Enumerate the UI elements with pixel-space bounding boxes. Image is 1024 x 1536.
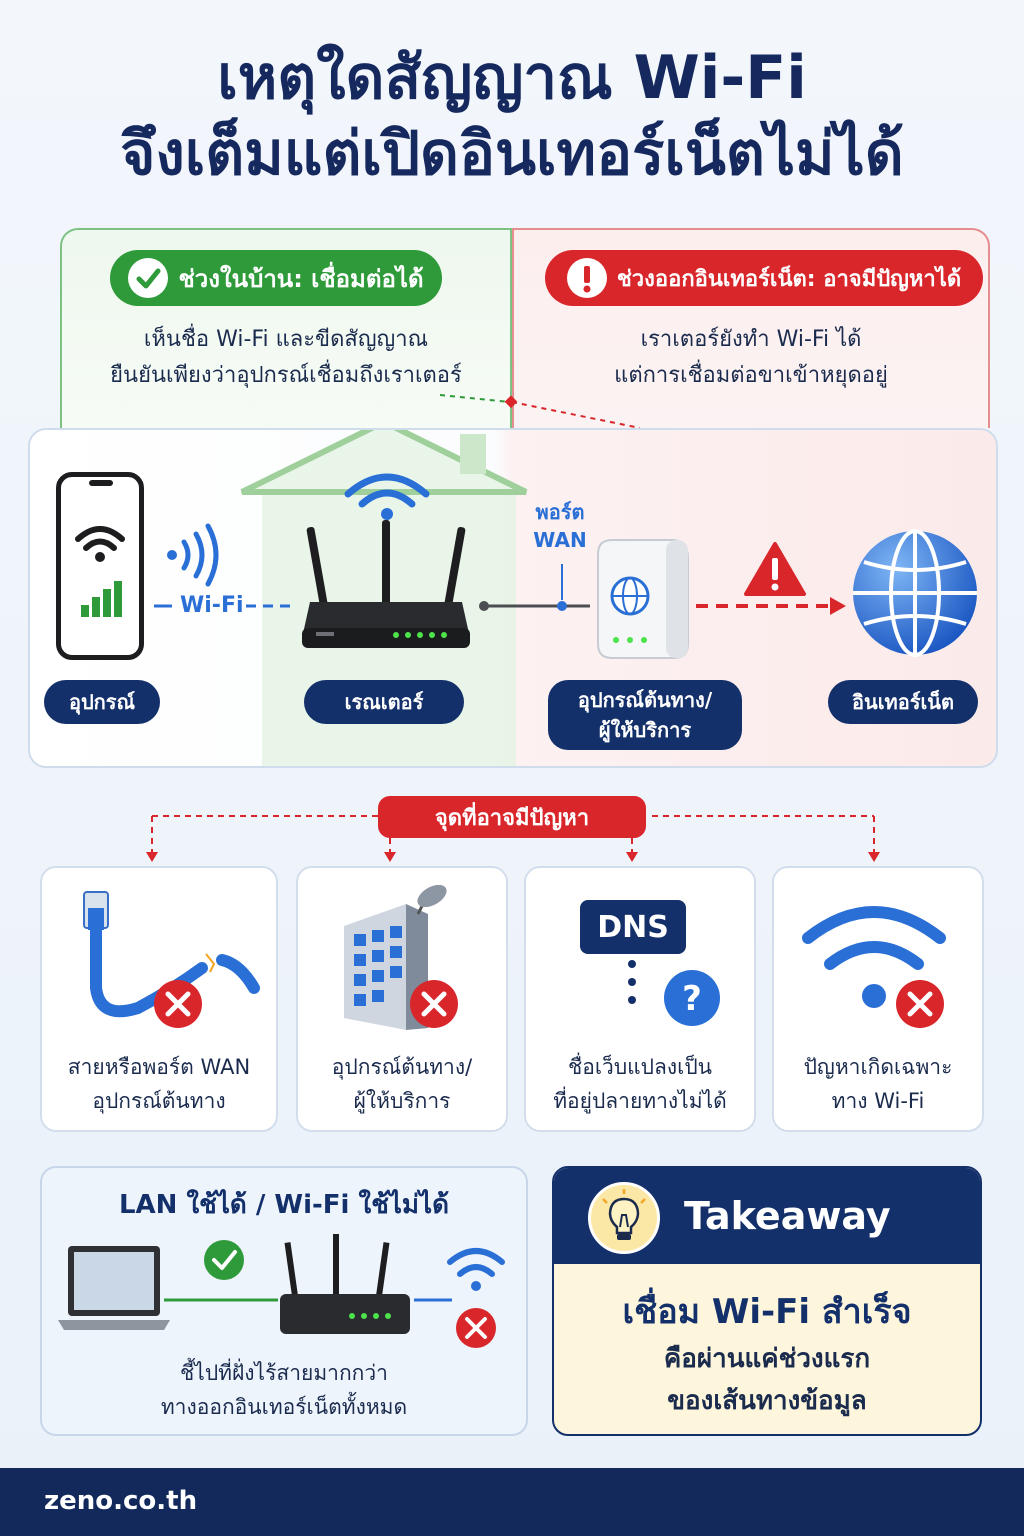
- wifi-signal-icon: [167, 523, 219, 587]
- warning-triangle-icon: [744, 542, 806, 596]
- internet-status-label: ช่วงออกอินเทอร์เน็ต: อาจมีปัญหาได้: [616, 266, 962, 292]
- problem-card-wan: สายหรือพอร์ต WAN อุปกรณ์ต้นทาง: [40, 866, 278, 1132]
- internet-label: อินเทอร์เน็ต: [828, 680, 978, 724]
- home-desc-line2: ยืนยันเพียงว่าอุปกรณ์เชื่อมถึงเราเตอร์: [110, 363, 462, 388]
- broken-connection-arrow: [696, 597, 846, 615]
- home-status-label: ช่วงในบ้าน: เชื่อมต่อได้: [178, 264, 424, 293]
- svg-text:?: ?: [682, 979, 702, 1019]
- home-status-badge: ช่วงในบ้าน: เชื่อมต่อได้: [110, 250, 442, 306]
- problem-branch-lines: [146, 815, 880, 862]
- footer: zeno.co.th: [0, 1468, 1024, 1536]
- lan-box-title: LAN ใช้ได้ / Wi-Fi ใช้ไม่ได้: [118, 1190, 450, 1220]
- router-wifi-icon: [344, 473, 430, 520]
- takeaway-headline: เชื่อม Wi-Fi สำเร็จ: [622, 1292, 912, 1332]
- lan-wifi-box: LAN ใช้ได้ / Wi-Fi ใช้ไม่ได้ ชี้ไปที่ฝั่…: [40, 1166, 528, 1436]
- problem-points-header: จุดที่อาจมีปัญหา: [378, 796, 646, 838]
- check-circle-icon: [128, 258, 169, 298]
- problem-card-wan-label: สายหรือพอร์ต WAN อุปกรณ์ต้นทาง: [67, 1055, 251, 1113]
- modem-icon: [597, 539, 689, 659]
- internet-status-badge: ช่วงออกอินเทอร์เน็ต: อาจมีปัญหาได้: [545, 250, 983, 306]
- internet-desc-line1: เราเตอร์ยังทำ Wi-Fi ได้: [640, 327, 862, 352]
- takeaway-line2: ของเส้นทางข้อมูล: [667, 1386, 867, 1416]
- wan-cable: [479, 564, 590, 611]
- takeaway-title: Takeaway: [684, 1194, 891, 1238]
- problem-card-wifi: ปัญหาเกิดเฉพาะ ทาง Wi-Fi: [772, 866, 984, 1132]
- upstream-label: อุปกรณ์ต้นทาง/ ผู้ให้บริการ: [548, 680, 742, 750]
- wan-port-label: พอร์ต WAN: [533, 500, 587, 552]
- dns-badge: DNS: [580, 900, 686, 954]
- home-desc-line1: เห็นชื่อ Wi-Fi และขีดสัญญาณ: [143, 327, 429, 352]
- problem-card-provider-label: อุปกรณ์ต้นทาง/ ผู้ให้บริการ: [331, 1055, 473, 1113]
- wifi-link-label: Wi-Fi: [180, 593, 244, 618]
- problem-card-wifi-label: ปัญหาเกิดเฉพาะ ทาง Wi-Fi: [803, 1055, 953, 1113]
- problem-card-dns: DNS ? ชื่อเว็บแปลงเป็น ที่อยู่ปลายทางไม่…: [524, 866, 756, 1132]
- lan-box-line2: ทางออกอินเทอร์เน็ตทั้งหมด: [160, 1395, 408, 1419]
- problem-card-provider: อุปกรณ์ต้นทาง/ ผู้ให้บริการ: [296, 866, 508, 1132]
- globe-icon: [853, 529, 977, 657]
- internet-desc-line2: แต่การเชื่อมต่อขาเข้าหยุดอยู่: [614, 363, 888, 388]
- page-title-line2: จึงเต็มแต่เปิดอินเทอร์เน็ตไม่ได้: [120, 119, 904, 189]
- broken-cable-icon: [83, 891, 260, 1028]
- phone-icon: [56, 472, 144, 660]
- lan-box-line1: ชี้ไปที่ฝั่งไร้สายมากกว่า: [180, 1361, 388, 1385]
- device-label: อุปกรณ์: [44, 680, 160, 724]
- page-title-line1: เหตุใดสัญญาณ Wi-Fi: [217, 43, 807, 113]
- lightbulb-icon: [588, 1182, 660, 1254]
- wifi-error-icon: [802, 906, 946, 1028]
- router-label: เรณเตอร์: [304, 680, 464, 724]
- problem-card-dns-label: ชื่อเว็บแปลงเป็น ที่อยู่ปลายทางไม่ได้: [553, 1055, 727, 1113]
- takeaway-box: Takeaway เชื่อม Wi-Fi สำเร็จ คือผ่านแค่ช…: [552, 1166, 982, 1436]
- section-connector: [439, 394, 641, 429]
- footer-site-link[interactable]: zeno.co.th: [44, 1486, 198, 1516]
- exclamation-circle-icon: [566, 258, 607, 298]
- lan-diagram: [58, 1234, 505, 1348]
- takeaway-line1: คือผ่านแค่ช่วงแรก: [663, 1344, 871, 1374]
- router-icon: [302, 520, 470, 648]
- dns-question-icon: ?: [628, 960, 720, 1026]
- provider-building-icon: [344, 884, 458, 1030]
- wifi-link-line: [154, 604, 296, 608]
